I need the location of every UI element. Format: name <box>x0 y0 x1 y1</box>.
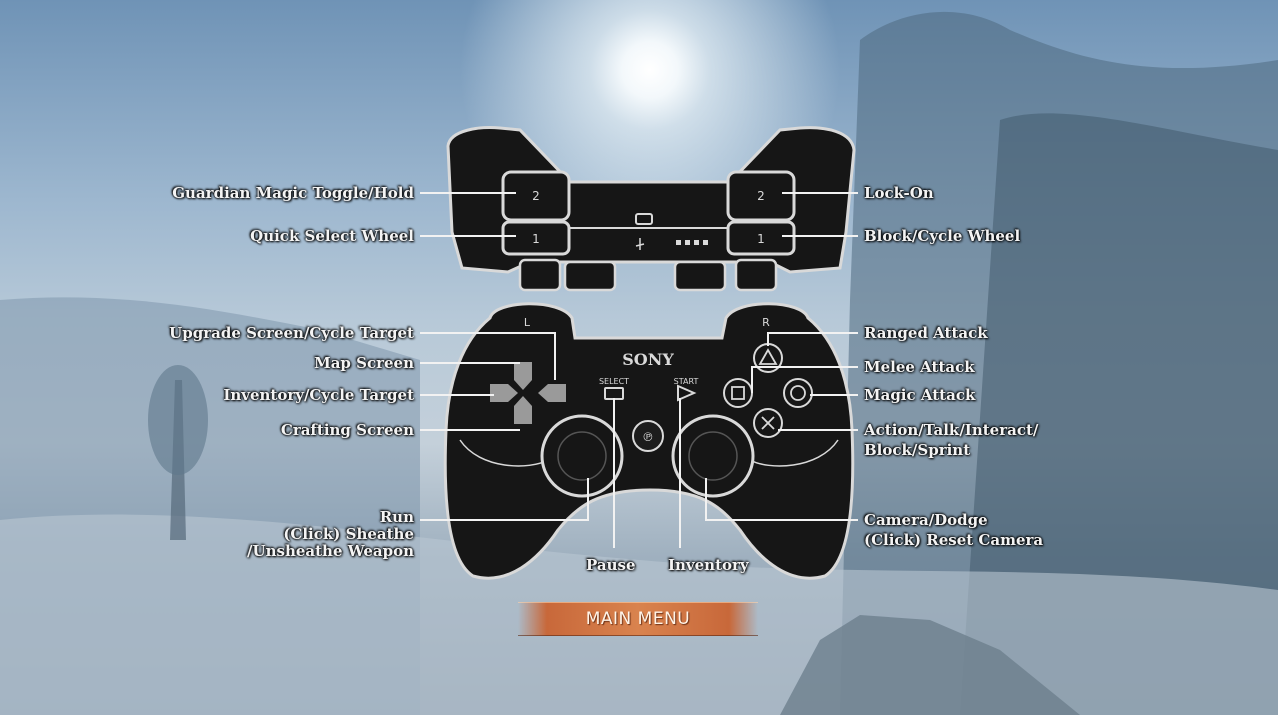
clef-icon <box>635 238 645 250</box>
label-r2: Lock-On <box>864 184 934 202</box>
label-circle: Magic Attack <box>864 386 976 404</box>
l1-button[interactable]: 1 <box>501 220 571 256</box>
right-stick[interactable] <box>671 414 755 498</box>
square-button[interactable] <box>723 378 753 408</box>
dpad-down-icon[interactable] <box>514 396 532 424</box>
triangle-button[interactable] <box>753 343 783 373</box>
main-menu-button[interactable]: MAIN MENU <box>518 602 758 636</box>
dpad-left-icon[interactable] <box>490 384 518 402</box>
ps-logo-icon: ℗ <box>642 430 654 444</box>
label-right-stick-line2: (Click) Reset Camera <box>864 531 1044 549</box>
label-dpad-up: Upgrade Screen/Cycle Target <box>169 324 414 342</box>
label-dpad-left: Inventory/Cycle Target <box>223 386 414 404</box>
l-letter: L <box>524 316 531 329</box>
dpad[interactable] <box>490 362 566 424</box>
sony-logo: SONY <box>622 350 674 369</box>
label-left-stick-line1: Run <box>379 508 414 526</box>
triangle-icon <box>758 348 778 365</box>
circle-icon <box>790 385 806 401</box>
dpad-right-icon[interactable] <box>538 384 566 402</box>
label-dpad-right: Map Screen <box>314 354 414 372</box>
l1-number: 1 <box>532 232 540 246</box>
player-leds-icon <box>676 240 708 245</box>
r2-button[interactable]: 2 <box>726 170 796 222</box>
square-icon <box>731 386 745 400</box>
r2-number: 2 <box>757 189 765 203</box>
l2-button[interactable]: 2 <box>501 170 571 222</box>
r-letter: R <box>762 316 770 329</box>
cross-button[interactable] <box>753 408 783 438</box>
label-right-stick-line1: Camera/Dodge <box>864 511 988 529</box>
label-right-stick: Camera/Dodge (Click) Reset Camera <box>864 510 1043 550</box>
l2-number: 2 <box>532 189 540 203</box>
label-triangle: Ranged Attack <box>864 324 988 342</box>
r1-number: 1 <box>757 232 765 246</box>
label-r1: Block/Cycle Wheel <box>864 227 1021 245</box>
label-left-stick-line2: (Click) Sheathe <box>283 525 414 543</box>
label-l1: Quick Select Wheel <box>250 227 414 245</box>
label-left-stick: Run (Click) Sheathe /Unsheathe Weapon <box>247 509 414 560</box>
start-caption: START <box>674 377 699 386</box>
label-cross-line2: Block/Sprint <box>864 441 971 459</box>
r1-button[interactable]: 1 <box>726 220 796 256</box>
circle-button[interactable] <box>783 378 813 408</box>
left-stick[interactable] <box>540 414 624 498</box>
label-select: Pause <box>586 556 636 574</box>
cross-icon <box>761 416 775 430</box>
label-start: Inventory <box>668 556 749 574</box>
label-left-stick-line3: /Unsheathe Weapon <box>247 542 414 560</box>
label-cross-line1: Action/Talk/Interact/ <box>864 421 1039 439</box>
label-square: Melee Attack <box>864 358 975 376</box>
dpad-up-icon[interactable] <box>514 362 532 390</box>
label-l2: Guardian Magic Toggle/Hold <box>172 184 414 202</box>
ps-button[interactable] <box>632 420 664 452</box>
usb-port-icon <box>635 213 653 225</box>
leader-lines <box>420 192 858 548</box>
label-dpad-down: Crafting Screen <box>280 421 414 439</box>
start-button[interactable] <box>677 384 697 402</box>
select-caption: SELECT <box>599 377 629 386</box>
label-cross: Action/Talk/Interact/ Block/Sprint <box>864 420 1038 460</box>
